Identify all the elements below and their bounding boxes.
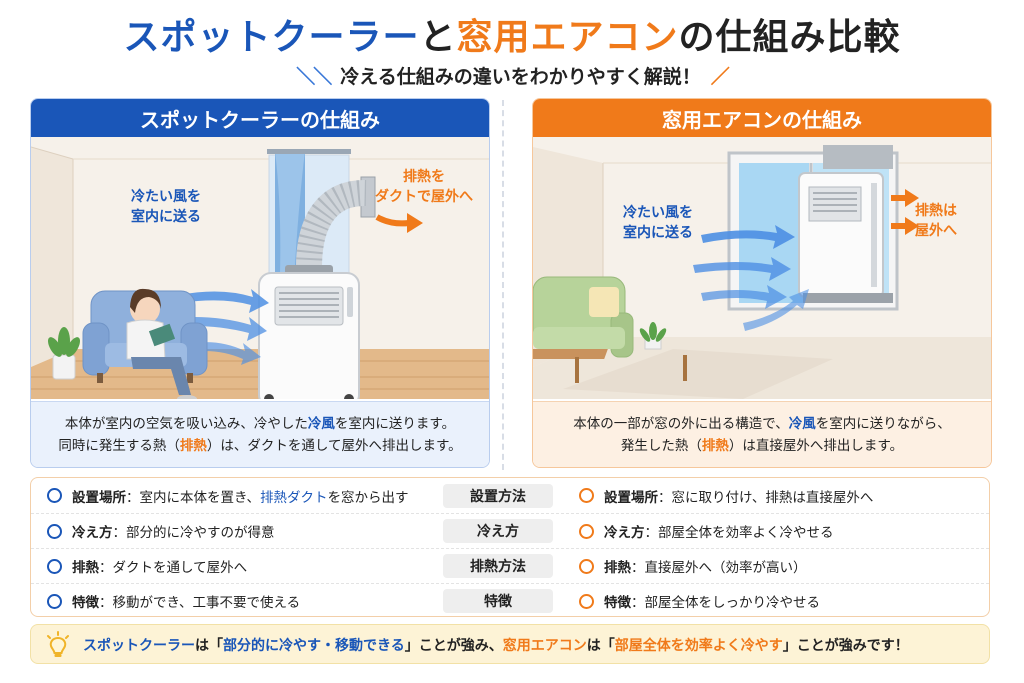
- circle-bullet-icon: [47, 593, 62, 609]
- circle-bullet-icon: [47, 488, 62, 503]
- comparison-row: 排熱：ダクトを通して屋外へ 排熱方法 排熱：直接屋外へ（効率が高い）: [31, 548, 989, 583]
- spot-cooler-illustration: 冷たい風を 室内に送る 排熱を ダクトで屋外へ: [31, 137, 489, 408]
- window-ac-panel: 窓用エアコンの仕組み: [532, 98, 992, 468]
- window-ac-caption: 本体の一部が窓の外に出る構造で、冷風を室内に送りながら、 発生した熱（排熱）は直…: [533, 401, 991, 467]
- comparison-table: 設置場所：室内に本体を置き、排熱ダクトを窓から出す 設置方法 設置場所：窓に取り…: [30, 477, 990, 617]
- comparison-category: 設置方法: [443, 483, 553, 508]
- spot-cooler-panel: スポットクーラーの仕組み: [30, 98, 490, 468]
- center-divider: [502, 100, 504, 470]
- room-illustration: [533, 137, 991, 399]
- exhaust-heat-label: 排熱を ダクトで屋外へ: [375, 169, 473, 205]
- cool-air-label: 冷たい風を 室内に送る: [131, 189, 201, 225]
- circle-bullet-icon: [579, 488, 594, 503]
- panel-header: 窓用エアコンの仕組み: [533, 99, 991, 137]
- comparison-row: 設置場所：室内に本体を置き、排熱ダクトを窓から出す 設置方法 設置場所：窓に取り…: [31, 478, 989, 513]
- exhaust-heat-label: 排熱は 屋外へ: [915, 203, 957, 239]
- comparison-category: 特徴: [443, 589, 553, 613]
- cool-air-label: 冷たい風を 室内に送る: [623, 205, 693, 241]
- summary-text: スポットクーラーは「部分的に冷やす・移動できる」ことが強み、窓用エアコンは「部屋…: [83, 638, 909, 654]
- page-title: スポットクーラーと窓用エアコンの仕組み比較: [0, 8, 1024, 60]
- title-connector: と: [419, 17, 457, 58]
- circle-bullet-icon: [579, 593, 594, 609]
- lightbulb-icon: [47, 631, 69, 657]
- comparison-category: 冷え方: [443, 519, 553, 543]
- room-illustration: [31, 137, 489, 408]
- comparison-category: 排熱方法: [443, 554, 553, 578]
- title-spot-cooler: スポットクーラー: [123, 17, 420, 58]
- summary-banner: スポットクーラーは「部分的に冷やす・移動できる」ことが強み、窓用エアコンは「部屋…: [30, 624, 990, 664]
- window-ac-illustration: 冷たい風を 室内に送る 排熱は 屋外へ: [533, 137, 991, 399]
- panel-header: スポットクーラーの仕組み: [31, 99, 489, 137]
- circle-bullet-icon: [579, 523, 594, 539]
- comparison-row: 特徴：移動ができ、工事不要で使える 特徴 特徴：部屋全体をしっかり冷やせる: [31, 583, 989, 618]
- subtitle: ＼＼ 冷える仕組みの違いをわかりやすく解説！ ／: [0, 62, 1024, 89]
- subtitle-text: 冷える仕組みの違いをわかりやすく解説！: [340, 66, 701, 88]
- slash-decoration-icon: ／: [710, 66, 730, 88]
- slash-decoration-icon: ＼＼: [296, 66, 332, 88]
- spot-cooler-caption: 本体が室内の空気を吸い込み、冷やした冷風を室内に送ります。 同時に発生する熱（排…: [31, 401, 489, 467]
- comparison-row: 冷え方：部分的に冷やすのが得意 冷え方 冷え方：部屋全体を効率よく冷やせる: [31, 513, 989, 548]
- circle-bullet-icon: [579, 558, 594, 574]
- circle-bullet-icon: [47, 523, 62, 539]
- title-suffix: の仕組み比較: [678, 17, 901, 58]
- title-window-ac: 窓用エアコン: [456, 17, 679, 58]
- circle-bullet-icon: [47, 558, 62, 574]
